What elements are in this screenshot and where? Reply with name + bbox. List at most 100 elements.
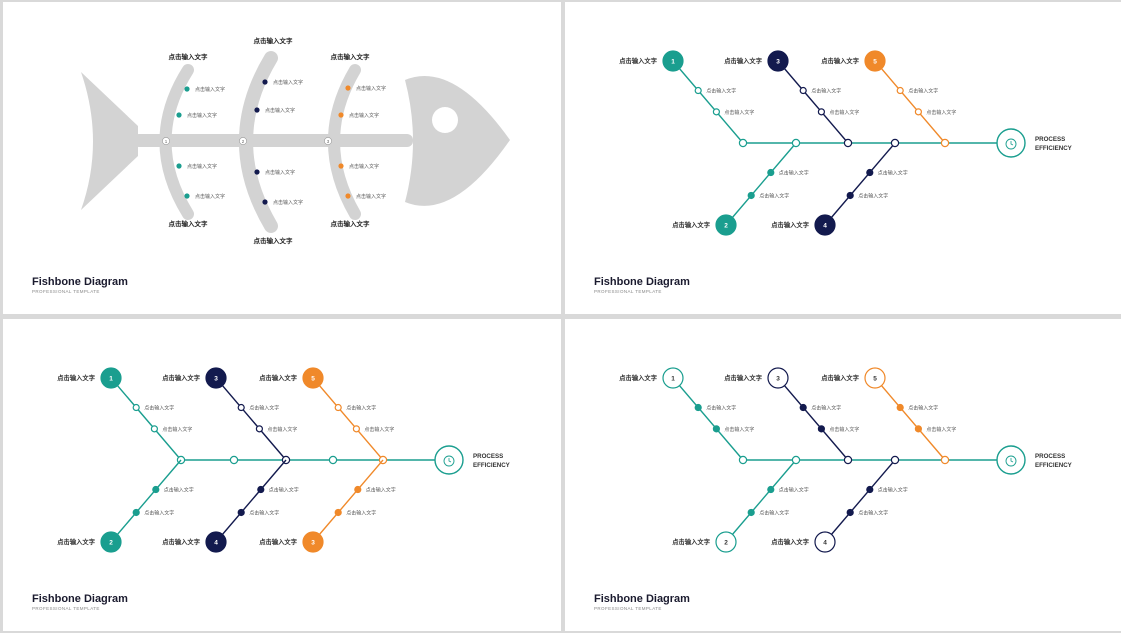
cause-item-text: 点击输入文字 xyxy=(779,170,809,177)
cause-item-dot xyxy=(866,168,874,177)
fish-bullet-dot xyxy=(184,86,190,92)
slide-subtitle: PROFESSIONAL TEMPLATE xyxy=(32,606,100,611)
fish-bullet-dot xyxy=(176,163,182,169)
cause-label: 点击输入文字 xyxy=(821,373,859,382)
fish-item-text: 点击输入文字 xyxy=(349,163,379,170)
fishbone-diagram: PROCESSEFFICIENCY点击输入文字点击输入文字1点击输入文字点击输入… xyxy=(57,367,511,553)
fish-rib-number: 2 xyxy=(242,139,245,144)
fish-bullet-dot xyxy=(254,169,260,175)
cause-bone-bottom xyxy=(215,459,287,543)
cause-number-badge xyxy=(767,367,789,389)
cause-bone-top xyxy=(312,377,384,461)
cause-number: 3 xyxy=(311,539,315,546)
fishbone-diagram: PROCESSEFFICIENCY点击输入文字点击输入文字1点击输入文字点击输入… xyxy=(619,367,1073,553)
fish-bullet-dot xyxy=(262,199,268,205)
spine-junction-node xyxy=(229,455,239,465)
fish-spine xyxy=(133,134,413,147)
clock-hands-icon xyxy=(1010,141,1014,146)
clock-icon xyxy=(1005,138,1017,150)
head-label-line2: EFFICIENCY xyxy=(1035,462,1073,469)
cause-number: 4 xyxy=(823,539,827,546)
fish-bullet-dot xyxy=(262,79,268,85)
cause-bone-top xyxy=(777,60,849,144)
cause-item-dot xyxy=(767,168,775,177)
fish-item-text: 点击输入文字 xyxy=(187,163,217,170)
fish-cause-label-bottom: 点击输入文字 xyxy=(169,219,209,228)
clock-hands-icon xyxy=(448,458,452,463)
spine-junction-node xyxy=(843,455,853,465)
fish-head xyxy=(405,76,510,206)
cause-item-dot xyxy=(846,191,854,200)
cause-item-text: 点击输入文字 xyxy=(829,426,859,433)
slide-title: Fishbone Diagram xyxy=(32,276,128,288)
fish-item-text: 点击输入文字 xyxy=(273,199,303,206)
fish-bullet-dot xyxy=(345,193,351,199)
cause-number: 5 xyxy=(873,58,877,65)
cause-item-text: 点击输入文字 xyxy=(144,509,174,516)
slide-footer: Fishbone Diagram PROFESSIONAL TEMPLATE xyxy=(594,276,690,294)
cause-item-text: 点击输入文字 xyxy=(164,487,194,494)
cause-item-dot xyxy=(152,485,160,494)
cause-label: 点击输入文字 xyxy=(724,56,762,65)
fish-item-text: 点击输入文字 xyxy=(187,112,217,119)
cause-item-text: 点击输入文字 xyxy=(908,88,938,95)
cause-bone-bottom xyxy=(312,459,384,543)
cause-item-dot xyxy=(817,425,825,433)
fish-skeleton-diagram: 点击输入文字点击输入文字1点击输入文字点击输入文字点击输入文字点击输入文字点击输… xyxy=(81,36,510,245)
cause-number-badge xyxy=(662,367,684,389)
cause-number: 1 xyxy=(109,375,113,382)
cause-item-text: 点击输入文字 xyxy=(366,487,396,494)
head-label-line1: PROCESS xyxy=(1035,453,1065,460)
cause-label: 点击输入文字 xyxy=(771,537,809,546)
cause-bone-top xyxy=(672,60,744,144)
cause-number-badge xyxy=(715,214,737,236)
cause-item-text: 点击输入文字 xyxy=(811,405,841,412)
cause-item-dot xyxy=(694,403,702,412)
fish-rib-number-marker xyxy=(162,137,170,145)
cause-item-text: 点击输入文字 xyxy=(706,88,736,95)
head-label-line1: PROCESS xyxy=(1035,136,1065,143)
slide-subtitle: PROFESSIONAL TEMPLATE xyxy=(594,289,662,294)
cause-label: 点击输入文字 xyxy=(821,56,859,65)
cause-item-dot xyxy=(334,508,342,517)
slide-footer: Fishbone Diagram PROFESSIONAL TEMPLATE xyxy=(32,276,128,294)
cause-number: 3 xyxy=(776,375,780,382)
cause-item-text: 点击输入文字 xyxy=(724,426,754,433)
cause-number-badge xyxy=(100,367,122,389)
clock-icon xyxy=(443,455,455,467)
fish-rib-number: 1 xyxy=(165,139,168,144)
cause-item-dot xyxy=(747,508,755,517)
cause-number: 5 xyxy=(873,375,877,382)
cause-item-dot xyxy=(712,108,720,116)
spine-junction-node xyxy=(890,138,900,148)
cause-item-text: 点击输入文字 xyxy=(926,109,956,116)
slide-subtitle: PROFESSIONAL TEMPLATE xyxy=(32,289,100,294)
cause-number: 1 xyxy=(671,375,675,382)
fish-item-text: 点击输入文字 xyxy=(265,169,295,176)
fish-bullet-dot xyxy=(338,163,344,169)
cause-label: 点击输入文字 xyxy=(259,537,297,546)
fish-rib-number-marker xyxy=(239,137,247,145)
cause-item-dot xyxy=(255,425,263,433)
fish-cause-label-top: 点击输入文字 xyxy=(254,36,294,45)
cause-item-text: 点击输入文字 xyxy=(249,405,279,412)
cause-bone-top xyxy=(110,377,182,461)
cause-number-badge xyxy=(205,531,227,553)
cause-item-text: 点击输入文字 xyxy=(908,405,938,412)
cause-number: 1 xyxy=(671,58,675,65)
fish-bullet-dot xyxy=(338,112,344,118)
cause-number: 3 xyxy=(214,375,218,382)
cause-label: 点击输入文字 xyxy=(672,220,710,229)
cause-item-text: 点击输入文字 xyxy=(779,487,809,494)
cause-item-dot xyxy=(132,403,140,412)
cause-item-text: 点击输入文字 xyxy=(811,88,841,95)
spine-junction-node xyxy=(890,455,900,465)
spine-junction-node xyxy=(791,455,801,465)
cause-number: 5 xyxy=(311,375,315,382)
cause-item-dot xyxy=(712,425,720,433)
